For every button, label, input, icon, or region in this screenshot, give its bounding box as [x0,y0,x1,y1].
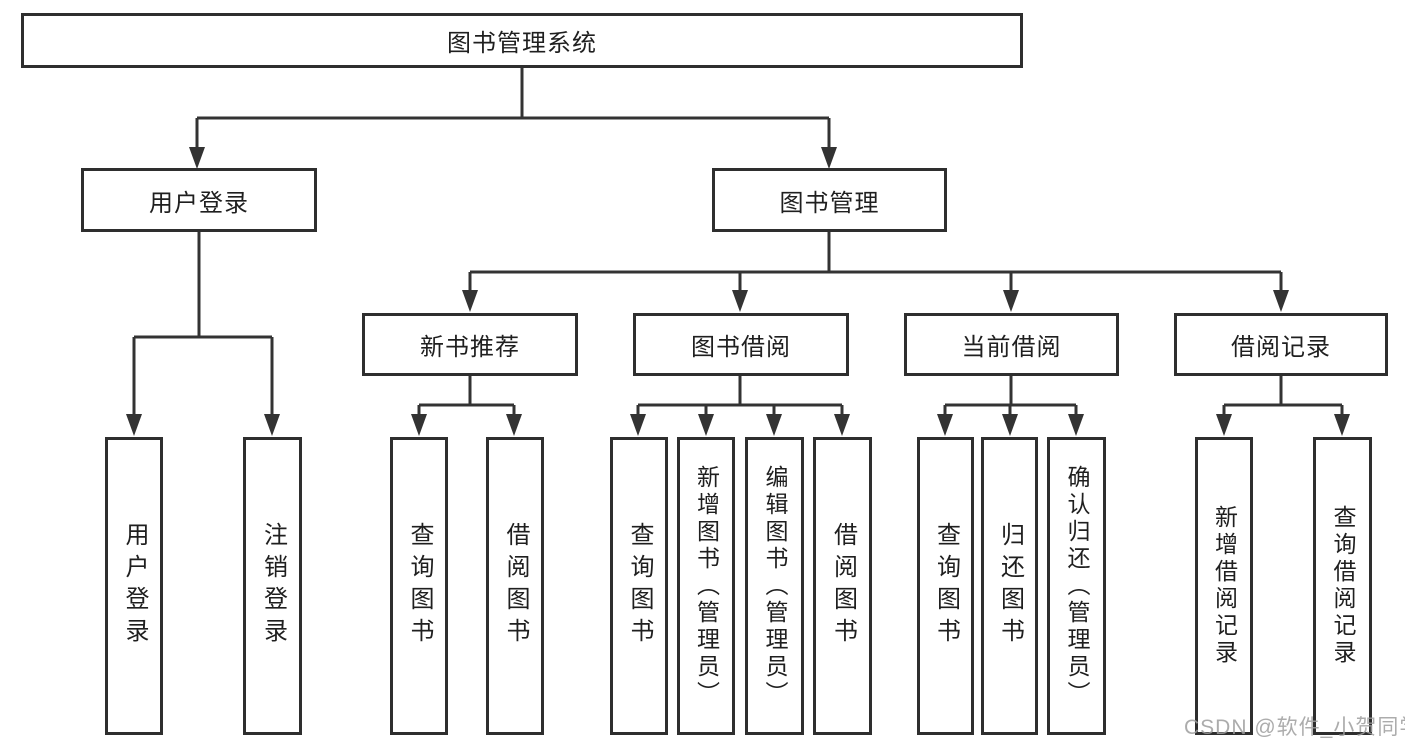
node-user-login: 用户登录 [81,168,317,232]
node-borrow-records: 借阅记录 [1174,313,1388,376]
leaf-logout: 注销登录 [243,437,302,735]
leaf-edit-book-admin: 编辑图书（管理员） [745,437,804,735]
leaf-query-books-current-label: 查询图书 [932,522,960,650]
leaf-query-books-borrowing-label: 查询图书 [626,522,653,650]
node-new-book-recommend-label: 新书推荐 [420,334,520,361]
node-system-root-label: 图书管理系统 [447,30,597,57]
leaf-borrow-books: 借阅图书 [813,437,872,735]
node-book-management: 图书管理 [712,168,947,232]
leaf-query-books-recommend: 查询图书 [390,437,448,735]
node-current-borrowing-label: 当前借阅 [961,334,1062,361]
leaf-query-borrow-record-label: 查询借阅记录 [1330,505,1356,667]
leaf-edit-book-admin-label: 编辑图书（管理员） [762,464,788,708]
node-new-book-recommend: 新书推荐 [362,313,578,376]
leaf-query-books-recommend-label: 查询图书 [406,522,433,650]
node-current-borrowing: 当前借阅 [904,313,1119,376]
leaf-borrow-books-label: 借阅图书 [829,522,857,650]
leaf-user-login-label: 用户登录 [121,522,148,650]
csdn-watermark: CSDN @软件_小贺同学 [1184,716,1405,739]
leaf-borrow-books-recommend-label: 借阅图书 [502,522,529,650]
leaf-query-borrow-record: 查询借阅记录 [1313,437,1372,735]
leaf-add-book-admin: 新增图书（管理员） [677,437,735,735]
leaf-logout-label: 注销登录 [259,522,287,650]
node-book-management-label: 图书管理 [779,189,880,217]
node-system-root: 图书管理系统 [21,13,1023,68]
leaf-confirm-return-admin-label: 确认归还（管理员） [1064,464,1090,708]
leaf-add-borrow-record: 新增借阅记录 [1195,437,1253,735]
leaf-query-books-current: 查询图书 [917,437,974,735]
leaf-add-borrow-record-label: 新增借阅记录 [1211,505,1238,667]
leaf-add-book-admin-label: 新增图书（管理员） [693,464,720,708]
node-book-borrowing: 图书借阅 [633,313,849,376]
leaf-borrow-books-recommend: 借阅图书 [486,437,544,735]
leaf-user-login: 用户登录 [105,437,163,735]
node-borrow-records-label: 借阅记录 [1231,334,1331,361]
leaf-query-books-borrowing: 查询图书 [610,437,668,735]
leaf-return-books-label: 归还图书 [996,522,1024,650]
node-user-login-label: 用户登录 [149,189,249,217]
leaf-confirm-return-admin: 确认归还（管理员） [1047,437,1106,735]
leaf-return-books: 归还图书 [981,437,1038,735]
node-book-borrowing-label: 图书借阅 [691,334,791,361]
